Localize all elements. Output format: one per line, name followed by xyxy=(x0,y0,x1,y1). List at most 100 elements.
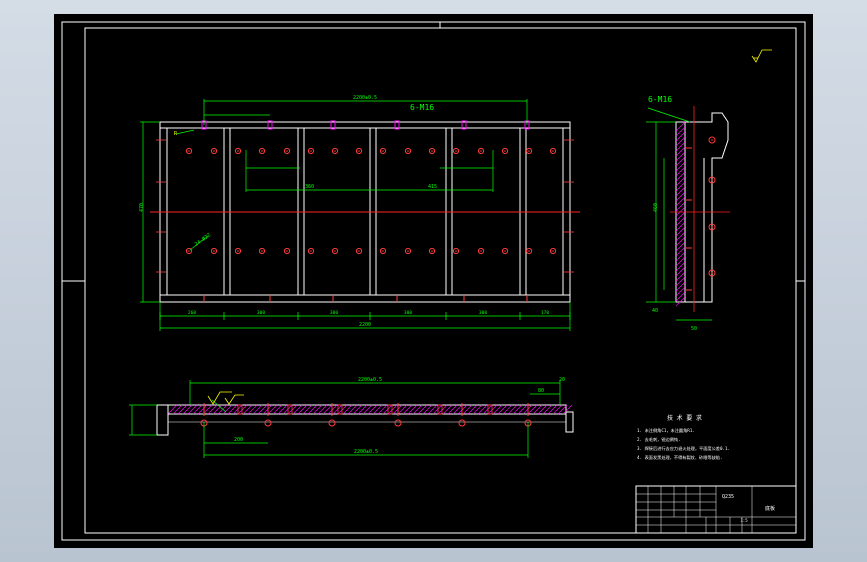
sheet-border-outer xyxy=(61,21,806,541)
side-hatch-line xyxy=(675,201,686,212)
plan-hole xyxy=(404,147,412,155)
section-hatch-line xyxy=(442,404,453,415)
side-flange xyxy=(685,112,729,303)
plan-hole xyxy=(234,147,242,155)
plan-inner-right: 415 xyxy=(428,184,437,190)
section-hatch-line xyxy=(307,404,318,415)
plan-thread-callout: 6-M16 xyxy=(410,103,434,112)
side-hatch-line xyxy=(675,231,686,242)
plan-hole xyxy=(283,247,291,255)
section-hatch-line xyxy=(452,404,463,415)
plan-segment-label: 300 xyxy=(479,310,487,316)
surface-roughness-icon xyxy=(224,394,244,405)
section-hatch-line xyxy=(512,404,523,415)
side-hatch-line xyxy=(675,156,686,167)
section-hole xyxy=(394,419,402,427)
plan-hole xyxy=(452,247,460,255)
plan-hole-center xyxy=(382,150,384,152)
section-hatch-line xyxy=(177,404,188,415)
section-hatch-line xyxy=(172,404,183,415)
plan-hole-center xyxy=(286,150,288,152)
plan-hole-center xyxy=(334,150,336,152)
side-width-dimension: 50 xyxy=(691,326,697,332)
section-hatch-line xyxy=(362,404,373,415)
plan-hole-center xyxy=(528,150,530,152)
title-block-grid xyxy=(636,486,796,533)
side-hole xyxy=(708,176,716,184)
side-hatch-line xyxy=(675,256,686,267)
plan-segment-label: 300 xyxy=(257,310,265,316)
plan-hole xyxy=(331,247,339,255)
section-hatch-line xyxy=(182,404,193,415)
plan-hole xyxy=(307,147,315,155)
plan-segment-label: 170 xyxy=(541,310,549,316)
plan-hole xyxy=(185,147,193,155)
side-hatch-line xyxy=(675,151,686,162)
side-hatch-line xyxy=(675,241,686,252)
plan-segment-label: 260 xyxy=(188,310,196,316)
plan-hole-center xyxy=(188,150,190,152)
side-hatch-line xyxy=(675,166,686,177)
side-hatch-line xyxy=(675,296,686,307)
plan-hole-center xyxy=(504,250,506,252)
side-hatch-line xyxy=(675,266,686,277)
plan-hole-center xyxy=(213,150,215,152)
section-hatch-line xyxy=(237,404,248,415)
plan-hole xyxy=(477,247,485,255)
section-hatch-line xyxy=(197,404,208,415)
plan-hole-center xyxy=(358,250,360,252)
plan-hole-center xyxy=(455,250,457,252)
plan-hole xyxy=(258,247,266,255)
plan-segment-label: 300 xyxy=(404,310,412,316)
section-hatch-line xyxy=(187,404,198,415)
section-hatch-line xyxy=(507,404,518,415)
side-hatch-line xyxy=(675,176,686,187)
plan-bottom-total: 2200 xyxy=(359,322,371,328)
leader-hole-callout xyxy=(189,235,209,251)
side-hatch-line xyxy=(675,291,686,302)
plan-hole-center xyxy=(552,250,554,252)
plan-hole-center xyxy=(552,150,554,152)
side-hatch-line xyxy=(675,171,686,182)
plan-hole-center xyxy=(382,250,384,252)
section-left-end xyxy=(156,404,169,436)
plan-hole xyxy=(477,147,485,155)
section-hatch-line xyxy=(462,404,473,415)
plan-hole xyxy=(355,147,363,155)
side-hatch-line xyxy=(675,211,686,222)
section-view: 2200±0.5 2200±0.5 200 80 20 xyxy=(129,377,574,458)
plan-segment-ticks xyxy=(159,312,571,320)
section-hatch-line xyxy=(257,404,268,415)
side-hatch-line xyxy=(675,216,686,227)
section-hatch-line xyxy=(537,404,548,415)
section-hatch-line xyxy=(342,404,353,415)
title-block: Q235 底板 1:5 xyxy=(635,485,797,534)
section-hatch-line xyxy=(387,404,398,415)
section-hatch-line xyxy=(287,404,298,415)
notes-line-2: 2. 去毛刺，锐边倒钝. xyxy=(637,436,681,443)
plan-hole-center xyxy=(480,250,482,252)
section-holes xyxy=(200,403,532,427)
plan-hole-center xyxy=(188,250,190,252)
section-hatch-line xyxy=(502,404,513,415)
section-hatch-line xyxy=(212,404,223,415)
side-hole-center xyxy=(711,226,713,228)
side-hatch-line xyxy=(675,186,686,197)
side-hatch-line xyxy=(675,161,686,172)
section-hatch-line xyxy=(557,404,568,415)
plan-hole-center xyxy=(528,250,530,252)
section-hatch-line xyxy=(427,404,438,415)
section-hatch-line xyxy=(242,404,253,415)
title-scale: 1:5 xyxy=(740,518,748,523)
plan-hole xyxy=(283,147,291,155)
plan-hole xyxy=(210,147,218,155)
side-hatch-line xyxy=(675,146,686,157)
section-hatch xyxy=(167,404,573,415)
section-right-offset: 80 xyxy=(538,388,544,394)
plan-hole-center xyxy=(431,250,433,252)
plan-hole xyxy=(258,147,266,155)
side-hatch-line xyxy=(675,136,686,147)
side-hatch-line xyxy=(675,251,686,262)
